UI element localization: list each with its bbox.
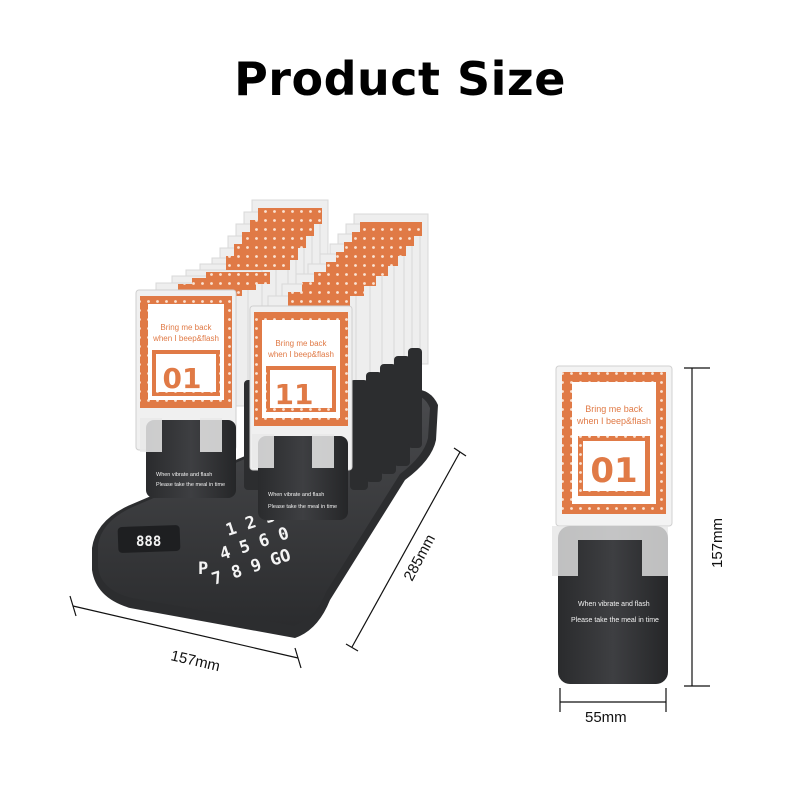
label-285mm-depth: 285mm (401, 532, 439, 584)
pager-single: Bring me back when I beep&flash 01 When … (552, 365, 673, 684)
label-55mm-width: 55mm (585, 709, 627, 726)
pager-number-01: 01 (163, 362, 202, 395)
single-body-line-1: When vibrate and flash (578, 601, 650, 608)
pager-body-line-1: When vibrate and flash (156, 472, 212, 478)
dimension-base-depth (345, 447, 467, 652)
pager-body-line-1: When vibrate and flash (268, 492, 324, 498)
pager-tagline-2: when I beep&flash (152, 334, 219, 343)
single-tagline-1: Bring me back (585, 404, 643, 414)
pager-number-11: 11 (275, 378, 314, 411)
pager-tagline-1: Bring me back (275, 339, 327, 348)
pager-body-line-2: Please take the meal in time (268, 504, 337, 510)
pager-01-front: Bring me back when I beep&flash 01 When … (135, 289, 237, 498)
dimension-pager-height (684, 367, 710, 687)
pager-11-front: Bring me back when I beep&flash 11 When … (249, 305, 353, 520)
single-tagline-2: when I beep&flash (576, 416, 651, 426)
pager-tagline-2: when I beep&flash (267, 350, 334, 359)
dimension-base-width (69, 595, 302, 669)
pager-tagline-1: Bring me back (160, 323, 212, 332)
page-title: Product Size (234, 52, 566, 106)
single-pager-number: 01 (590, 451, 637, 491)
label-157mm-width: 157mm (169, 647, 222, 675)
display-readout: 888 (136, 534, 161, 550)
dimension-pager-width (559, 688, 667, 712)
single-body-line-2: Please take the meal in time (571, 617, 659, 624)
pager-body-line-2: Please take the meal in time (156, 482, 225, 488)
label-157mm-height: 157mm (709, 518, 726, 568)
keypad-p-key[interactable]: P (198, 559, 208, 579)
